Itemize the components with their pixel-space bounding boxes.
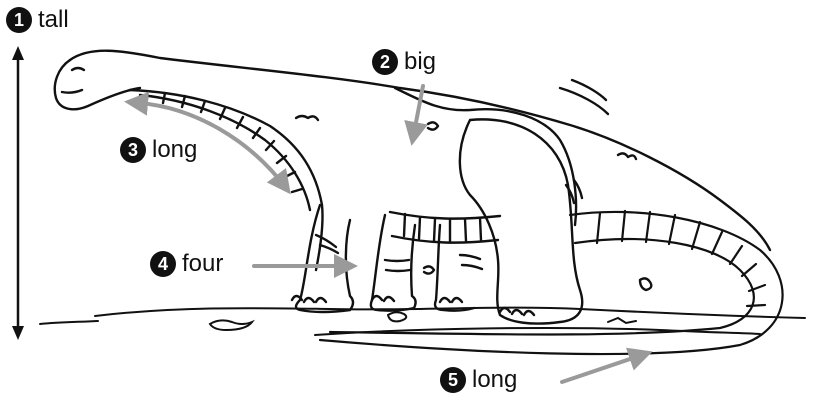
label-text: big [404,48,436,76]
label-four: 4 four [150,250,223,278]
arrow-tail-long [562,354,645,382]
label-big: 2 big [372,48,436,76]
dinosaur-body [55,51,770,324]
number-badge: 3 [120,137,146,163]
number-badge: 5 [440,367,466,393]
height-arrow [12,46,24,340]
label-neck-long: 3 long [120,136,197,164]
number-badge: 1 [6,7,32,33]
label-tall: 1 tall [6,6,69,34]
label-tail-long: 5 long [440,366,517,394]
arrow-big [413,86,423,138]
number-badge: 4 [150,251,176,277]
label-text: long [472,366,517,394]
label-text: tall [38,6,69,34]
label-text: long [152,136,197,164]
number-badge: 2 [372,49,398,75]
pointer-arrows [140,86,645,382]
label-text: four [182,250,223,278]
